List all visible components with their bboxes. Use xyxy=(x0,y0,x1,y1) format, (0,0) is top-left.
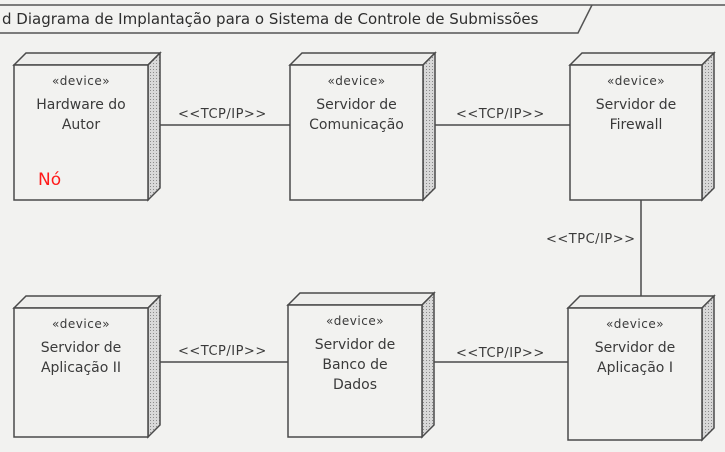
node-front-face xyxy=(13,307,149,438)
node-top-face xyxy=(288,52,437,66)
node-top-face xyxy=(286,292,436,306)
node-name: Banco de xyxy=(322,357,387,373)
device-node[interactable]: «device» Servidor de Comunicação xyxy=(288,51,437,202)
node-top-face xyxy=(12,52,162,66)
node-front-face xyxy=(569,64,703,201)
link-label: <<TCP/IP>> xyxy=(456,346,545,361)
node-front-face xyxy=(289,64,424,201)
node-side-face xyxy=(701,51,715,202)
node-side-face xyxy=(701,294,715,442)
link-label: <<TCP/IP>> xyxy=(456,107,545,122)
device-node[interactable]: «device» Servidor de Firewall xyxy=(568,51,716,202)
node-stereotype: «device» xyxy=(327,74,385,88)
node-front-face xyxy=(13,64,149,201)
node-stereotype: «device» xyxy=(52,317,110,331)
node-stereotype: «device» xyxy=(606,317,664,331)
device-node[interactable]: «device» Servidor de Banco de Dados xyxy=(286,291,436,439)
node-name: Firewall xyxy=(610,117,663,133)
diagram-title: d Diagrama de Implantação para o Sistema… xyxy=(2,10,539,28)
node-name: Autor xyxy=(62,117,101,133)
node-name: Aplicação I xyxy=(597,360,673,376)
node-top-face xyxy=(568,52,716,66)
link-label: <<TCP/IP>> xyxy=(178,344,267,359)
node-name: Servidor de xyxy=(595,340,676,356)
node-top-face xyxy=(12,295,162,309)
node-front-face xyxy=(287,304,423,438)
node-name: Comunicação xyxy=(309,117,404,133)
node-stereotype: «device» xyxy=(326,314,384,328)
diagram-frame: d Diagrama de Implantação para o Sistema… xyxy=(0,4,725,34)
node-side-face xyxy=(422,51,436,202)
device-node[interactable]: «device» Servidor de Aplicação I xyxy=(566,294,716,442)
link-label: <<TCP/IP>> xyxy=(178,107,267,122)
node-stereotype: «device» xyxy=(52,74,110,88)
node-side-face xyxy=(147,294,161,439)
device-node[interactable]: «device» Hardware do Autor xyxy=(12,51,162,202)
node-stereotype: «device» xyxy=(607,74,665,88)
node-name: Servidor de xyxy=(315,337,396,353)
node-name: Servidor de xyxy=(316,97,397,113)
connectors xyxy=(160,124,642,363)
node-name: Servidor de xyxy=(41,340,122,356)
node-name: Servidor de xyxy=(596,97,677,113)
link-label: <<TPC/IP>> xyxy=(546,232,635,247)
node-top-face xyxy=(566,295,716,309)
device-node[interactable]: «device» Servidor de Aplicação II xyxy=(12,294,162,439)
node-name: Aplicação II xyxy=(41,360,121,376)
node-front-face xyxy=(567,307,703,441)
node-name: Hardware do xyxy=(36,97,126,113)
node-annotation: Nó xyxy=(38,170,61,190)
node-side-face xyxy=(421,291,435,439)
node-name: Dados xyxy=(333,377,377,393)
node-side-face xyxy=(147,51,161,202)
